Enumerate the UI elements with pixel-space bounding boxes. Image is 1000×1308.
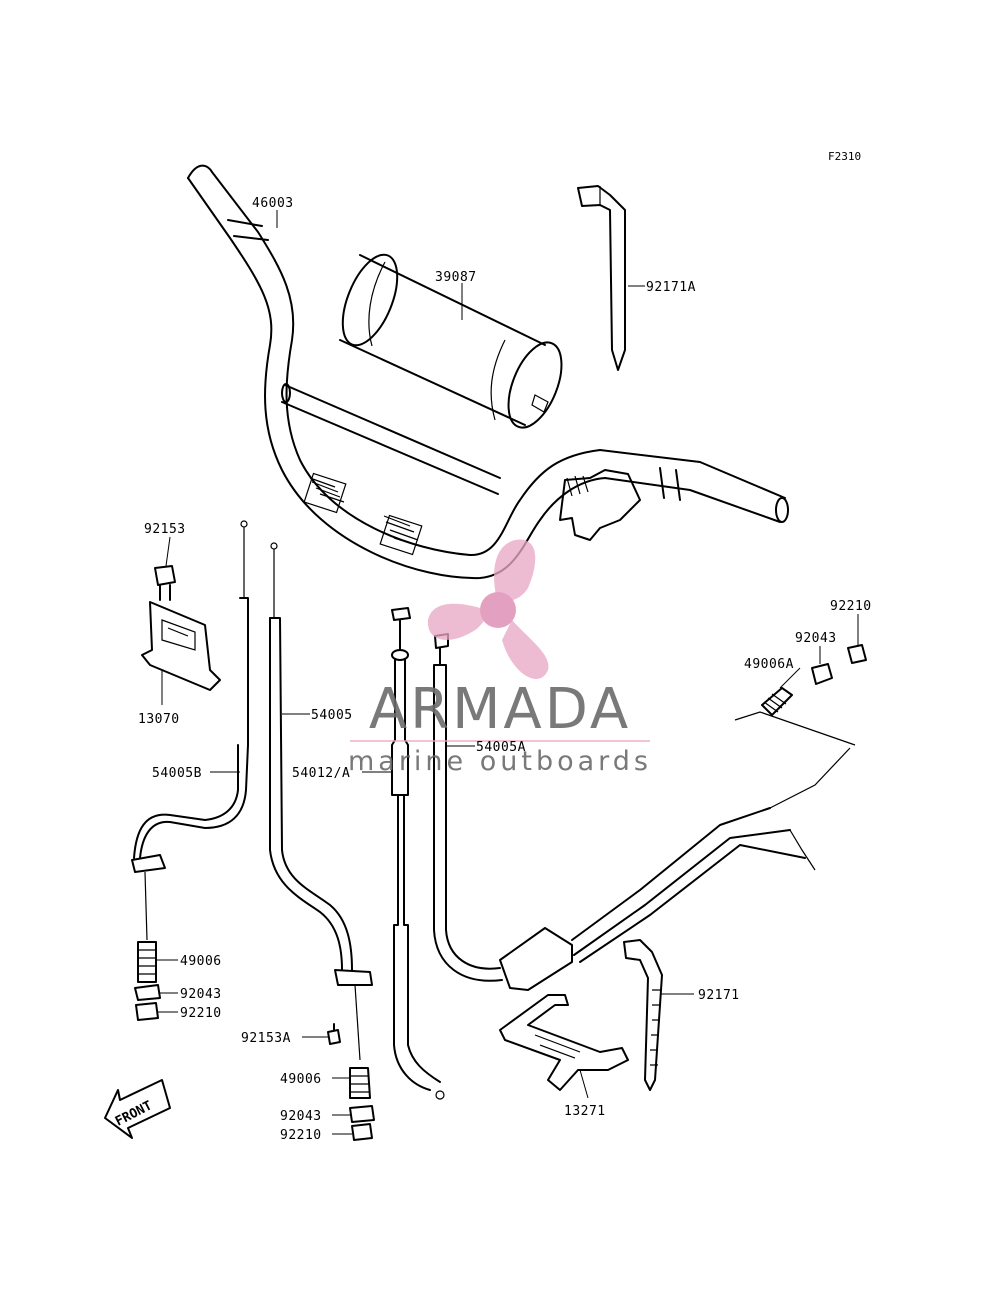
label-92210-lower: 92210: [280, 1128, 322, 1143]
part-labels: 46003 39087 92171A 92153 13070 54005 540…: [138, 196, 872, 1143]
label-92171: 92171: [698, 988, 740, 1003]
adjuster-49006-lower: [349, 1067, 371, 1099]
nut-92043-right: [811, 663, 833, 685]
label-92153: 92153: [144, 522, 186, 537]
label-13070: 13070: [138, 712, 180, 727]
label-49006-lower: 49006: [280, 1072, 322, 1087]
label-92043-lower: 92043: [280, 1109, 322, 1124]
watermark: ARMADA marine outboards: [348, 539, 652, 777]
watermark-tagline: marine outboards: [348, 746, 652, 777]
pad-39087: [339, 253, 563, 429]
label-13271: 13271: [564, 1104, 606, 1119]
adjuster-49006-left: [137, 941, 157, 983]
nut-92210-right: [847, 644, 867, 664]
label-92171A: 92171A: [646, 280, 696, 295]
label-92153A: 92153A: [241, 1031, 291, 1046]
cable-54005B: [131, 520, 249, 941]
cable-54012A: [391, 607, 445, 1100]
figure-code: F2310: [828, 150, 861, 163]
bracket-13070: [141, 601, 221, 691]
label-54005B: 54005B: [152, 766, 202, 781]
watermark-brand: ARMADA: [369, 677, 631, 742]
label-92210-right: 92210: [830, 599, 872, 614]
label-49006-left: 49006: [180, 954, 222, 969]
bolt-92153A: [327, 1023, 341, 1045]
label-49006A: 49006A: [744, 657, 794, 672]
label-54005A: 54005A: [476, 740, 526, 755]
front-marker: FRONT: [104, 1079, 171, 1139]
nut-92210-lower: [351, 1123, 373, 1141]
propeller-icon: [427, 539, 549, 679]
label-39087: 39087: [435, 270, 477, 285]
nut-92210-left: [135, 1002, 159, 1021]
clip-92171: [623, 939, 663, 1091]
cable-54005A: [433, 633, 856, 991]
clip-92171A: [577, 185, 626, 371]
label-92043-left: 92043: [180, 987, 222, 1002]
nut-92043-lower: [349, 1105, 375, 1123]
bolt-92153: [154, 565, 176, 601]
bracket-13271: [499, 994, 629, 1091]
cable-54005: [269, 542, 373, 1061]
handlebar-46003: [187, 164, 789, 580]
label-54005: 54005: [311, 708, 353, 723]
adjuster-49006A: [761, 687, 793, 716]
label-92043-right: 92043: [795, 631, 837, 646]
label-92210-left: 92210: [180, 1006, 222, 1021]
label-46003: 46003: [252, 196, 294, 211]
label-54012A: 54012/A: [292, 766, 350, 781]
arrow-front-icon: [104, 1079, 171, 1139]
leader-lines: [157, 210, 859, 1135]
nut-92043-left: [134, 984, 161, 1001]
